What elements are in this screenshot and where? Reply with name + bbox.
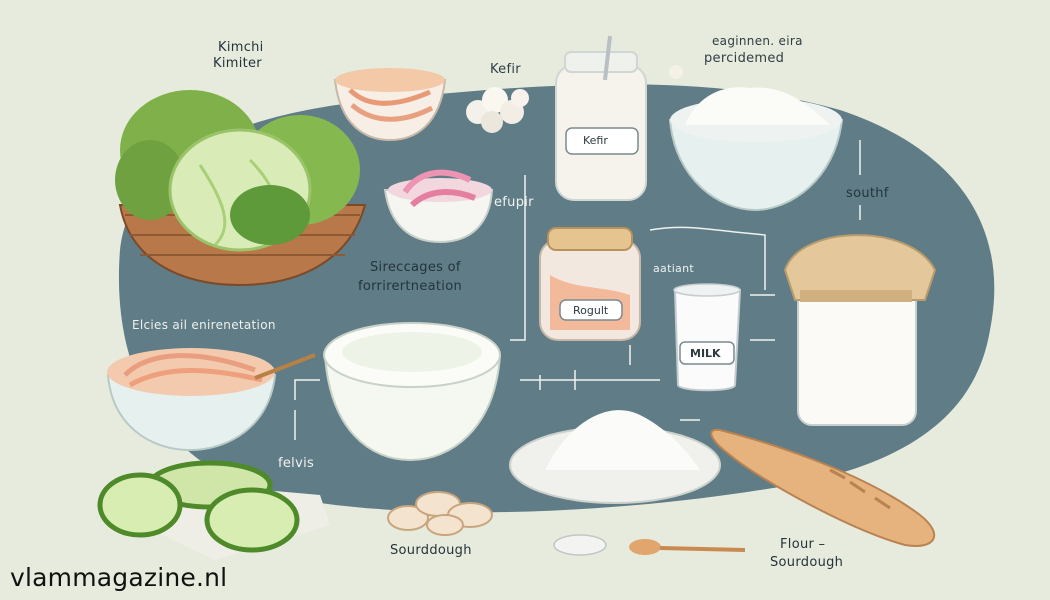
label-efupir: efupir	[494, 195, 534, 210]
label-beginning-1: eaginnen. eira	[712, 34, 803, 48]
rogult-jar-label: Rogult	[573, 304, 609, 317]
small-grain-icon	[669, 65, 683, 79]
flour-plate-icon	[509, 410, 721, 504]
label-elcies: Elcies ail enirenetation	[132, 318, 276, 332]
kimchi-basket-icon	[115, 90, 367, 287]
label-sourdough-left: Sourddough	[390, 543, 472, 558]
label-kefir-top: Kefir	[490, 62, 521, 77]
pink-fermentation-bowl-icon	[383, 169, 494, 244]
label-flour: Flour –	[780, 537, 826, 552]
kimchi-glass-bowl-icon	[333, 68, 447, 142]
label-kimicer: Kimiter	[213, 56, 262, 71]
kefir-jar-icon	[555, 35, 647, 201]
milk-bowl-icon	[323, 322, 502, 462]
label-felvis: felvis	[278, 456, 315, 471]
label-southf: southf	[846, 186, 889, 201]
sourdough-slices-icon	[387, 491, 493, 536]
label-flour-sourdough: Sourdough	[770, 555, 844, 570]
label-stages-1: Sireccages of	[370, 260, 461, 275]
spoon-icon	[629, 539, 746, 555]
label-stages-2: forrirertneation	[358, 279, 463, 294]
noodle-bowl-icon	[106, 348, 316, 452]
label-kimchi: Kimchi	[218, 40, 264, 55]
salt-dish-icon	[553, 534, 607, 556]
label-aatiant: aatiant	[653, 262, 694, 275]
kefir-jar-label: Kefir	[583, 134, 608, 147]
flow-lines	[294, 140, 861, 440]
rogult-jar-icon	[539, 227, 641, 341]
sourdough-jar-icon	[783, 234, 937, 426]
watermark-text: vlammagazine.nl	[10, 563, 228, 592]
kefir-grains-icon	[466, 87, 529, 133]
bread-rolling-pin-icon	[710, 428, 935, 547]
cucumber-slices-icon	[97, 460, 330, 560]
label-beginning-2: percidemed	[704, 51, 785, 66]
milk-glass-label: MILK	[690, 347, 721, 360]
milk-glass-icon	[673, 283, 742, 392]
flour-bowl-icon	[668, 87, 844, 212]
